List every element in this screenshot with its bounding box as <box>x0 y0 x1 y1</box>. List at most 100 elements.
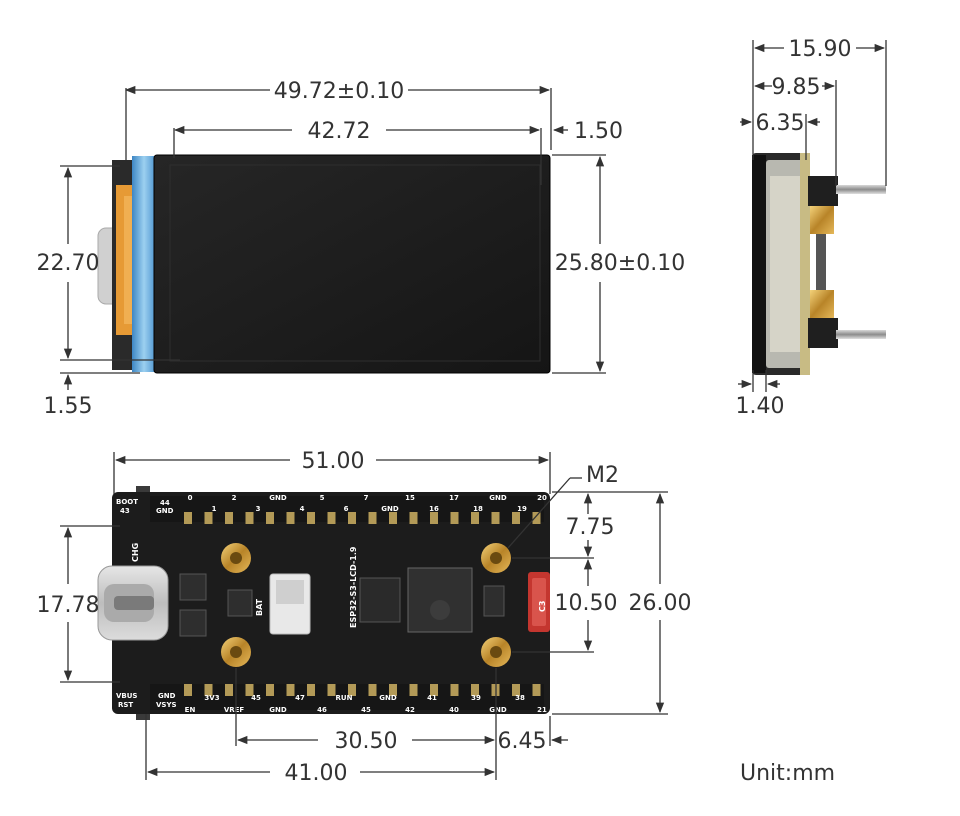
dim-top-width: 49.72±0.10 <box>274 79 404 104</box>
dim-hole-span: 10.50 <box>555 591 618 616</box>
pin-label: GND <box>269 494 287 502</box>
mount-hole-top-right <box>481 543 511 573</box>
mount-hole-top-left <box>221 543 251 573</box>
header-pad <box>368 684 377 696</box>
m2-label: M2 <box>586 463 619 488</box>
pin-gnd-top-left-label: GND <box>156 507 174 515</box>
header-pad <box>245 512 254 524</box>
header-pad <box>430 684 438 696</box>
pin-label: GND <box>489 494 507 502</box>
dim-right-edge: 1.50 <box>574 119 623 144</box>
dim-side-inner: 6.35 <box>756 111 805 136</box>
model-silkscreen: ESP32-S3-LCD-1.9 <box>349 546 358 628</box>
bottom-header-pads <box>184 684 541 696</box>
dim-left-height: 22.70 <box>37 251 100 276</box>
header-pad <box>266 684 274 696</box>
pin-label: 46 <box>317 706 327 714</box>
header-pad <box>409 512 418 524</box>
flash-chip <box>359 577 401 623</box>
mount-hole-bottom-right <box>481 637 511 667</box>
header-pad <box>512 512 520 524</box>
vbus-label: VBUS <box>116 692 137 700</box>
pin-label: 3 <box>256 505 261 513</box>
header-pad <box>327 512 336 524</box>
gnd-power-label: GND <box>158 692 176 700</box>
pcb-back-view: ESP32-S3-LCD-1.9 BAT CHG C3 BOOT 43 44 G… <box>97 486 550 720</box>
header-pad <box>245 684 254 696</box>
header-pad <box>307 684 315 696</box>
header-pad <box>450 684 459 696</box>
lcd-screen <box>153 154 551 374</box>
dim-board-height: 26.00 <box>629 591 692 616</box>
header-pad <box>327 684 336 696</box>
pin-label: 38 <box>515 694 525 702</box>
pin-label: 47 <box>295 694 305 702</box>
header-pad <box>184 512 192 524</box>
header-pad <box>266 512 274 524</box>
pin-label: 3V3 <box>204 694 219 702</box>
dim-hole-x-span: 30.50 <box>335 729 398 754</box>
header-pad <box>307 512 315 524</box>
pin-label: 42 <box>405 706 415 714</box>
pin-label: 15 <box>405 494 415 502</box>
boot-label: BOOT <box>116 498 138 506</box>
side-dimensions: 15.90 9.85 6.35 1.40 <box>736 37 887 419</box>
pin-label: 39 <box>471 694 481 702</box>
header-pad <box>471 684 479 696</box>
pin-label: 41 <box>427 694 437 702</box>
dim-screen-width: 42.72 <box>308 119 371 144</box>
dim-right-height: 25.80±0.10 <box>555 251 685 276</box>
header-pad <box>471 512 479 524</box>
pin-label: 18 <box>473 505 483 513</box>
header-pad <box>512 684 520 696</box>
header-pad <box>389 512 397 524</box>
pin-label: GND <box>381 505 399 513</box>
header-pad <box>184 684 192 696</box>
header-pad <box>348 512 356 524</box>
pin-label: GND <box>489 706 507 714</box>
pin-label: 17 <box>449 494 459 502</box>
dim-hole-from-left: 41.00 <box>285 761 348 786</box>
pin-label: 21 <box>537 706 547 714</box>
pin-label: 45 <box>251 694 261 702</box>
pin-44-label: 44 <box>160 499 170 507</box>
dim-bottom-left: 1.55 <box>44 394 93 419</box>
side-header-pin-top <box>836 185 886 194</box>
front-view <box>97 154 551 374</box>
pin-43-label: 43 <box>120 507 130 515</box>
dim-side-mid: 9.85 <box>772 75 821 100</box>
pin-label: 6 <box>344 505 349 513</box>
header-pad <box>286 512 295 524</box>
dim-side-total: 15.90 <box>789 37 852 62</box>
pcb-board <box>112 492 550 714</box>
header-pad <box>225 512 233 524</box>
pin-label: 7 <box>364 494 369 502</box>
dim-side-bottom: 1.40 <box>736 394 785 419</box>
pin-label: 40 <box>449 706 459 714</box>
pin-label: 45 <box>361 706 371 714</box>
dim-hole-right: 6.45 <box>498 729 547 754</box>
unit-label: Unit:mm <box>740 761 835 786</box>
battery-silkscreen: BAT <box>255 598 264 616</box>
dim-hole-top: 7.75 <box>566 515 615 540</box>
header-pad <box>368 512 377 524</box>
rst-label: RST <box>118 701 133 709</box>
header-pad <box>409 684 418 696</box>
pin-label: 16 <box>429 505 439 513</box>
charge-silkscreen: CHG <box>131 543 140 562</box>
pin-label: VREF <box>224 706 245 714</box>
dim-board-width: 51.00 <box>302 449 365 474</box>
header-pad <box>450 512 459 524</box>
header-pad <box>204 512 213 524</box>
pin-label: 20 <box>537 494 547 502</box>
pin-label: 2 <box>232 494 237 502</box>
pin-label: RUN <box>336 694 353 702</box>
dim-usb-height: 17.78 <box>37 593 100 618</box>
mount-hole-bottom-left <box>221 637 251 667</box>
pin-label: GND <box>379 694 397 702</box>
header-pad <box>532 684 541 696</box>
header-pad <box>430 512 438 524</box>
pin-label: 0 <box>188 494 193 502</box>
header-pad <box>286 684 295 696</box>
